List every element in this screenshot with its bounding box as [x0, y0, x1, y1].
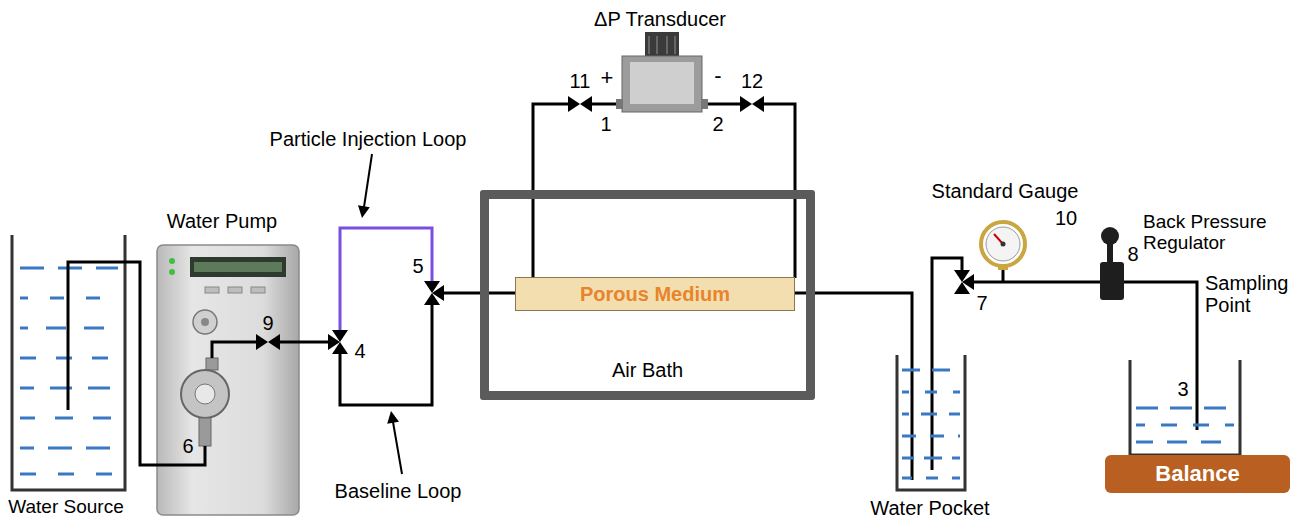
- callout-number: 8: [1127, 243, 1138, 265]
- polarity-sign: +: [601, 66, 614, 90]
- back-pressure-regulator: [1100, 227, 1124, 300]
- component-name: Standard Gauge: [932, 180, 1079, 202]
- callout-number: 11: [570, 70, 591, 92]
- porous-medium-box: Porous Medium: [515, 277, 795, 311]
- node-text: Balance: [1155, 462, 1239, 486]
- component-name: Back Pressure Regulator: [1143, 212, 1293, 254]
- callout-number: 5: [412, 255, 423, 277]
- component-name: Sampling Point: [1205, 272, 1303, 316]
- balance-box: Balance: [1105, 455, 1290, 493]
- callout-number: 9: [262, 312, 273, 334]
- leader-arrows: [358, 154, 402, 474]
- component-name: ΔP Transducer: [594, 8, 726, 30]
- callout-number: 4: [354, 340, 365, 362]
- injection-loop: [340, 228, 432, 330]
- pressure-transducer: [616, 32, 708, 112]
- sampling-beaker: [1130, 360, 1240, 455]
- callout-number: 10: [1055, 207, 1077, 229]
- component-name: Water Source: [8, 497, 123, 518]
- node-text: Air Bath: [489, 359, 806, 381]
- water-pump: [157, 245, 299, 515]
- callout-number: 6: [182, 435, 193, 457]
- component-name: Particle Injection Loop: [270, 128, 467, 150]
- callout-number: 3: [1177, 378, 1188, 400]
- tubing: [68, 104, 1197, 480]
- callout-number: 7: [976, 292, 987, 314]
- port-number: 1: [600, 113, 611, 135]
- component-name: Baseline Loop: [335, 480, 462, 502]
- water-pocket-beaker: [897, 355, 965, 490]
- port-number: 2: [712, 113, 723, 135]
- pressure-gauge: [981, 222, 1025, 270]
- valve-symbols: [256, 96, 974, 354]
- polarity-sign: -: [714, 64, 721, 88]
- component-name: Water Pocket: [870, 497, 989, 519]
- callout-number: 12: [741, 70, 763, 92]
- air-bath-box: Air Bath Porous Medium: [480, 190, 815, 400]
- component-name: Water Pump: [167, 210, 277, 232]
- node-text: Porous Medium: [580, 283, 730, 305]
